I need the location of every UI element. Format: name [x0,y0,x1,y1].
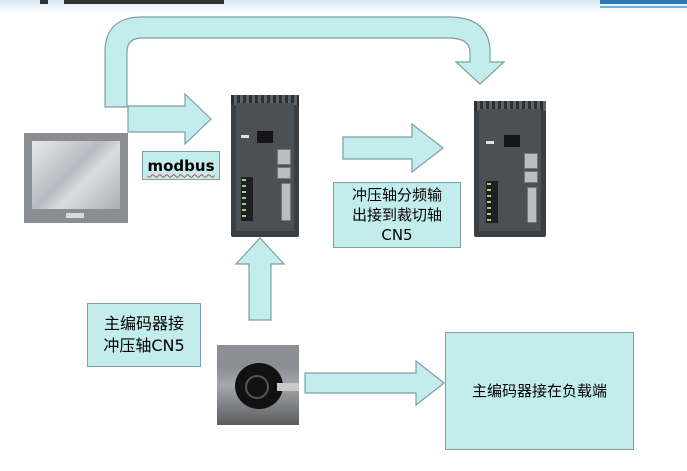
drive-heatsink-fins [474,101,546,111]
modbus-label: modbus [147,156,215,175]
drive-heatsink-fins [231,95,299,105]
header-rule [600,0,687,4]
servo-drive-left-image [231,95,299,237]
arrow-encoder-to-load [304,359,445,407]
main-encoder-label-box: 主编码器接 冲压轴CN5 [87,303,201,367]
hmi-touchscreen-image [24,133,128,223]
load-end-box: 主编码器接在负载端 [445,332,634,450]
modbus-label-box: modbus [142,151,220,180]
main-encoder-label: 主编码器接 冲压轴CN5 [103,314,185,355]
title-fragment [64,0,224,4]
encoder-shaft [277,383,299,391]
frequency-output-label-box: 冲压轴分频输 出接到裁切轴 CN5 [333,182,461,248]
arrow-into-left-drive [127,92,212,146]
load-end-label: 主编码器接在负载端 [471,382,607,400]
hmi-logo [66,213,84,218]
hmi-screen [32,141,120,209]
drive-cn-connector [281,183,291,221]
drive-usb-port [524,171,538,183]
frequency-output-label: 冲压轴分频输 出接到裁切轴 CN5 [351,186,442,244]
drive-display [504,135,520,147]
encoder-ring [245,375,269,399]
encoder-image [217,345,299,425]
drive-rj45-port [524,153,538,169]
arrow-up-to-left-drive [234,237,286,321]
drive-brand-label [486,141,494,144]
drive-terminal-pins [487,183,491,221]
drive-rj45-port [277,149,291,165]
drive-terminal-pins [242,179,246,219]
servo-drive-right-image [474,101,546,237]
title-fragment [40,0,48,4]
drive-display [257,131,273,143]
arrow-left-drive-to-right-drive [342,122,444,174]
curved-arrow-hmi-to-right-drive [104,16,506,108]
drive-usb-port [277,167,291,179]
encoder-mount [217,345,299,365]
drive-brand-label [241,135,249,138]
header-rule-light [600,6,687,8]
drive-cn-connector [527,187,537,223]
